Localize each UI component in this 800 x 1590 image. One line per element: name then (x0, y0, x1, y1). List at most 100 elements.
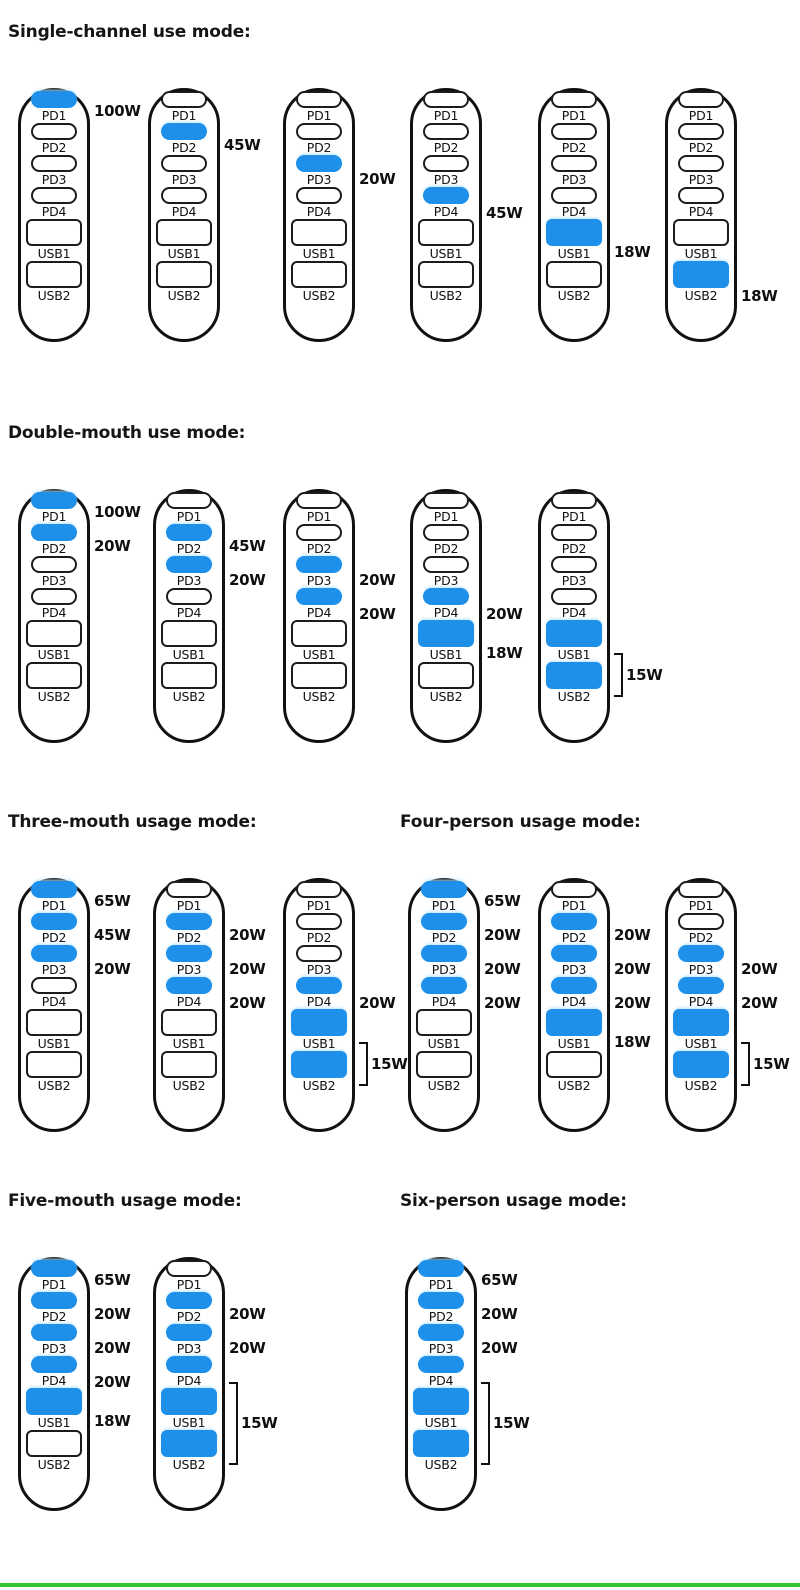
port-slot-pd3-inactive[interactable] (678, 155, 724, 172)
port-slot-pd3-inactive[interactable] (31, 556, 77, 573)
port-slot-pd1-inactive[interactable] (166, 881, 212, 898)
port-slot-usb1-active[interactable] (546, 219, 602, 246)
port-slot-pd3-active[interactable] (31, 945, 77, 962)
port-slot-usb2-inactive[interactable] (26, 1430, 82, 1457)
port-slot-pd1-inactive[interactable] (551, 492, 597, 509)
port-slot-usb1-inactive[interactable] (156, 219, 212, 246)
port-slot-pd1-inactive[interactable] (551, 91, 597, 108)
port-slot-pd3-inactive[interactable] (423, 556, 469, 573)
port-slot-pd3-inactive[interactable] (296, 945, 342, 962)
port-slot-usb1-inactive[interactable] (673, 219, 729, 246)
port-slot-usb1-inactive[interactable] (161, 620, 217, 647)
port-slot-pd4-active[interactable] (31, 1356, 77, 1373)
port-slot-usb1-inactive[interactable] (416, 1009, 472, 1036)
port-slot-pd1-inactive[interactable] (161, 91, 207, 108)
port-slot-pd4-inactive[interactable] (551, 588, 597, 605)
port-slot-pd2-inactive[interactable] (296, 524, 342, 541)
port-slot-pd2-inactive[interactable] (31, 123, 77, 140)
port-slot-usb1-inactive[interactable] (26, 219, 82, 246)
port-slot-pd2-active[interactable] (31, 1292, 77, 1309)
port-slot-usb2-active[interactable] (413, 1430, 469, 1457)
port-slot-pd3-active[interactable] (418, 1324, 464, 1341)
port-slot-usb2-inactive[interactable] (26, 1051, 82, 1078)
port-slot-usb1-inactive[interactable] (291, 620, 347, 647)
port-slot-pd4-active[interactable] (166, 977, 212, 994)
port-slot-usb2-active[interactable] (673, 261, 729, 288)
port-slot-pd4-inactive[interactable] (31, 588, 77, 605)
port-slot-pd2-inactive[interactable] (678, 913, 724, 930)
port-slot-usb2-inactive[interactable] (291, 261, 347, 288)
port-slot-pd2-active[interactable] (166, 913, 212, 930)
port-slot-usb2-active[interactable] (673, 1051, 729, 1078)
port-slot-pd4-active[interactable] (166, 1356, 212, 1373)
port-slot-pd2-active[interactable] (31, 913, 77, 930)
port-slot-pd3-active[interactable] (551, 945, 597, 962)
port-slot-pd1-inactive[interactable] (423, 492, 469, 509)
port-slot-pd3-active[interactable] (166, 556, 212, 573)
port-slot-pd4-active[interactable] (421, 977, 467, 994)
port-slot-pd1-inactive[interactable] (678, 881, 724, 898)
port-slot-pd4-inactive[interactable] (296, 187, 342, 204)
port-slot-usb2-inactive[interactable] (546, 1051, 602, 1078)
port-slot-usb2-inactive[interactable] (418, 261, 474, 288)
port-slot-pd3-inactive[interactable] (551, 556, 597, 573)
port-slot-pd1-active[interactable] (418, 1260, 464, 1277)
port-slot-pd4-inactive[interactable] (551, 187, 597, 204)
port-slot-pd1-inactive[interactable] (166, 1260, 212, 1277)
port-slot-pd3-inactive[interactable] (423, 155, 469, 172)
port-slot-pd4-active[interactable] (678, 977, 724, 994)
port-slot-usb1-active[interactable] (546, 1009, 602, 1036)
port-slot-pd2-active[interactable] (31, 524, 77, 541)
port-slot-pd4-active[interactable] (296, 977, 342, 994)
port-slot-usb1-active[interactable] (26, 1388, 82, 1415)
port-slot-usb1-active[interactable] (291, 1009, 347, 1036)
port-slot-pd3-active[interactable] (31, 1324, 77, 1341)
port-slot-pd4-active[interactable] (296, 588, 342, 605)
port-slot-usb1-active[interactable] (418, 620, 474, 647)
port-slot-usb1-inactive[interactable] (26, 620, 82, 647)
port-slot-usb2-inactive[interactable] (291, 662, 347, 689)
port-slot-pd1-inactive[interactable] (423, 91, 469, 108)
port-slot-usb2-inactive[interactable] (418, 662, 474, 689)
port-slot-pd2-inactive[interactable] (423, 123, 469, 140)
port-slot-pd2-active[interactable] (161, 123, 207, 140)
port-slot-usb2-active[interactable] (546, 662, 602, 689)
port-slot-pd2-active[interactable] (551, 913, 597, 930)
port-slot-pd3-active[interactable] (421, 945, 467, 962)
port-slot-pd3-active[interactable] (296, 155, 342, 172)
port-slot-pd4-active[interactable] (423, 588, 469, 605)
port-slot-usb2-active[interactable] (291, 1051, 347, 1078)
port-slot-usb2-inactive[interactable] (26, 662, 82, 689)
port-slot-pd3-inactive[interactable] (161, 155, 207, 172)
port-slot-pd1-inactive[interactable] (551, 881, 597, 898)
port-slot-pd2-inactive[interactable] (296, 123, 342, 140)
port-slot-usb2-active[interactable] (161, 1430, 217, 1457)
port-slot-usb1-inactive[interactable] (291, 219, 347, 246)
port-slot-pd4-inactive[interactable] (31, 977, 77, 994)
port-slot-pd3-active[interactable] (166, 945, 212, 962)
port-slot-pd2-inactive[interactable] (423, 524, 469, 541)
port-slot-pd4-inactive[interactable] (678, 187, 724, 204)
port-slot-usb2-inactive[interactable] (161, 662, 217, 689)
port-slot-pd1-inactive[interactable] (296, 492, 342, 509)
port-slot-pd4-inactive[interactable] (166, 588, 212, 605)
port-slot-pd2-inactive[interactable] (551, 524, 597, 541)
port-slot-pd1-active[interactable] (31, 492, 77, 509)
port-slot-pd2-inactive[interactable] (551, 123, 597, 140)
port-slot-pd1-inactive[interactable] (166, 492, 212, 509)
port-slot-usb2-inactive[interactable] (546, 261, 602, 288)
port-slot-pd1-active[interactable] (421, 881, 467, 898)
port-slot-usb1-active[interactable] (413, 1388, 469, 1415)
port-slot-pd1-active[interactable] (31, 1260, 77, 1277)
port-slot-pd4-active[interactable] (423, 187, 469, 204)
port-slot-usb2-inactive[interactable] (156, 261, 212, 288)
port-slot-pd4-inactive[interactable] (161, 187, 207, 204)
port-slot-pd2-active[interactable] (418, 1292, 464, 1309)
port-slot-pd2-active[interactable] (166, 524, 212, 541)
port-slot-pd3-active[interactable] (296, 556, 342, 573)
port-slot-usb2-inactive[interactable] (416, 1051, 472, 1078)
port-slot-pd4-active[interactable] (551, 977, 597, 994)
port-slot-usb1-inactive[interactable] (418, 219, 474, 246)
port-slot-usb2-inactive[interactable] (161, 1051, 217, 1078)
port-slot-pd4-active[interactable] (418, 1356, 464, 1373)
